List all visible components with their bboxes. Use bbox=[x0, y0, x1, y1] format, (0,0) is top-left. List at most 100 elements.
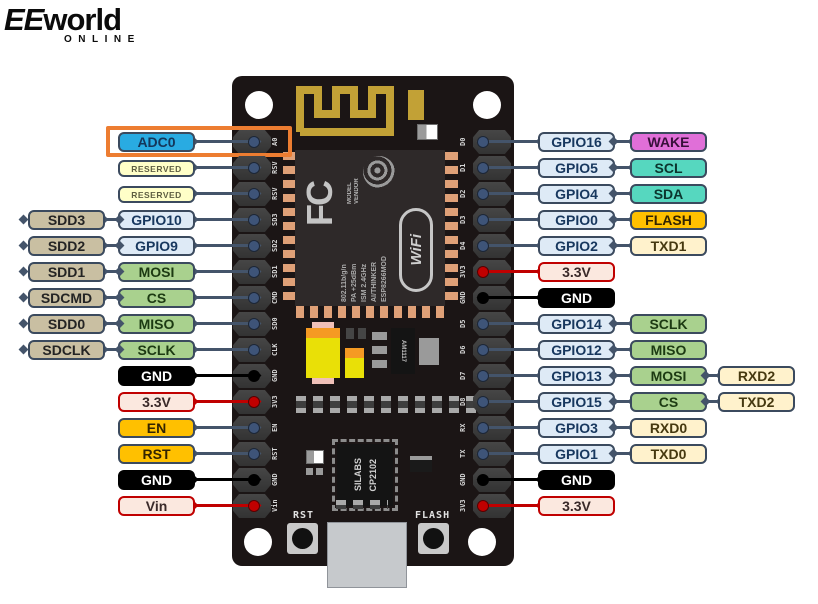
pin-label-gpio13: GPIO13 bbox=[538, 366, 615, 386]
module-castellated-pads bbox=[283, 152, 296, 306]
voltage-regulator-chip: AM1117 bbox=[391, 328, 415, 374]
module-marking-line: PA +25dBm bbox=[351, 263, 358, 302]
pin-silk-label: TX bbox=[459, 449, 467, 459]
pin-dot bbox=[248, 292, 260, 304]
pin-silk-label: D2 bbox=[459, 189, 467, 199]
pin-silk-label: RX bbox=[459, 423, 467, 433]
pin-dot bbox=[248, 318, 260, 330]
wire bbox=[613, 140, 633, 143]
pin-label-3.3v: 3.3V bbox=[118, 392, 195, 412]
pin-dot bbox=[248, 188, 260, 200]
pin-silk-label: GND bbox=[271, 473, 279, 487]
led-indicator bbox=[306, 450, 324, 464]
pin-label-gpio10: GPIO10 bbox=[118, 210, 195, 230]
pin-dot bbox=[248, 448, 260, 460]
pin-dot bbox=[248, 214, 260, 226]
pin-label-rxd0: RXD0 bbox=[630, 418, 707, 438]
wire bbox=[481, 140, 541, 143]
regulator-pad bbox=[372, 360, 387, 368]
pin-dot bbox=[248, 370, 260, 382]
pin-label-3.3v: 3.3V bbox=[538, 262, 615, 282]
wire bbox=[193, 296, 257, 299]
cp2102-brand: SILABS bbox=[352, 458, 363, 492]
flash-button bbox=[418, 523, 449, 554]
pin-label-miso: MISO bbox=[630, 340, 707, 360]
pin-label-gpio1: GPIO1 bbox=[538, 444, 615, 464]
pin-label-txd1: TXD1 bbox=[630, 236, 707, 256]
wire bbox=[613, 244, 633, 247]
pin-silk-label: D0 bbox=[459, 137, 467, 147]
wire bbox=[193, 192, 257, 195]
wire bbox=[613, 452, 633, 455]
module-model-label: MODEL bbox=[347, 182, 353, 204]
pin-dot bbox=[248, 240, 260, 252]
wire bbox=[613, 426, 633, 429]
pin-dot bbox=[477, 214, 489, 226]
wire bbox=[481, 270, 541, 273]
pin-silk-label: RSV bbox=[271, 161, 279, 175]
component-pad bbox=[358, 328, 366, 339]
pin-label-en: EN bbox=[118, 418, 195, 438]
resistor-row bbox=[296, 396, 490, 413]
module-castellated-pads bbox=[296, 306, 445, 318]
wire bbox=[103, 218, 120, 221]
component-pad bbox=[306, 468, 313, 475]
pin-silk-label: D6 bbox=[459, 345, 467, 355]
pin-label-gpio9: GPIO9 bbox=[118, 236, 195, 256]
pin-dot bbox=[477, 396, 489, 408]
pin-label-gpio0: GPIO0 bbox=[538, 210, 615, 230]
wire bbox=[193, 478, 257, 481]
pin-dot bbox=[477, 240, 489, 252]
logo-world: world bbox=[43, 2, 122, 37]
mounting-hole bbox=[245, 91, 273, 119]
pin-label-gpio12: GPIO12 bbox=[538, 340, 615, 360]
led-indicator bbox=[417, 124, 438, 140]
pin-dot bbox=[248, 500, 260, 512]
pin-label-gpio4: GPIO4 bbox=[538, 184, 615, 204]
wire bbox=[481, 322, 541, 325]
flash-silk-label: FLASH bbox=[415, 510, 451, 521]
wire bbox=[193, 504, 257, 507]
wire bbox=[193, 374, 257, 377]
pin-label-miso: MISO bbox=[118, 314, 195, 334]
pcb-antenna-icon bbox=[296, 86, 424, 136]
pin-silk-label: D1 bbox=[459, 163, 467, 173]
wire bbox=[481, 400, 541, 403]
pin-dot bbox=[477, 370, 489, 382]
pin-dot bbox=[477, 292, 489, 304]
pin-silk-label: Vin bbox=[271, 499, 279, 513]
module-model-vendor: MODEL VENDOR bbox=[347, 152, 360, 204]
pin-silk-label: GND bbox=[459, 291, 467, 305]
wire bbox=[193, 140, 257, 143]
pin-label-sdd2: SDD2 bbox=[28, 236, 105, 256]
pin-silk-label: GND bbox=[271, 369, 279, 383]
wire-connector bbox=[18, 266, 29, 277]
wire bbox=[613, 322, 633, 325]
pin-dot bbox=[248, 422, 260, 434]
wire bbox=[481, 504, 541, 507]
wire bbox=[481, 192, 541, 195]
logo-wordmark: EEworld bbox=[4, 4, 141, 36]
wire bbox=[481, 244, 541, 247]
mounting-hole bbox=[468, 528, 496, 556]
component-pad bbox=[346, 328, 354, 339]
capacitor bbox=[345, 348, 364, 378]
pin-silk-label: GND bbox=[459, 473, 467, 487]
pin-label-adc0: ADC0 bbox=[118, 132, 195, 152]
wire bbox=[481, 296, 541, 299]
wire bbox=[613, 166, 633, 169]
pin-silk-label: SD2 bbox=[271, 239, 279, 253]
pin-dot bbox=[477, 422, 489, 434]
transistor bbox=[410, 456, 432, 472]
pin-label-rst: RST bbox=[118, 444, 195, 464]
wire bbox=[481, 478, 541, 481]
wire bbox=[193, 166, 257, 169]
wire bbox=[613, 348, 633, 351]
solder-pads-row bbox=[336, 500, 388, 509]
eeworld-logo: EEworld ONLINE bbox=[4, 4, 141, 46]
pin-silk-label: SD0 bbox=[271, 317, 279, 331]
pin-label-txd0: TXD0 bbox=[630, 444, 707, 464]
wire bbox=[103, 270, 120, 273]
